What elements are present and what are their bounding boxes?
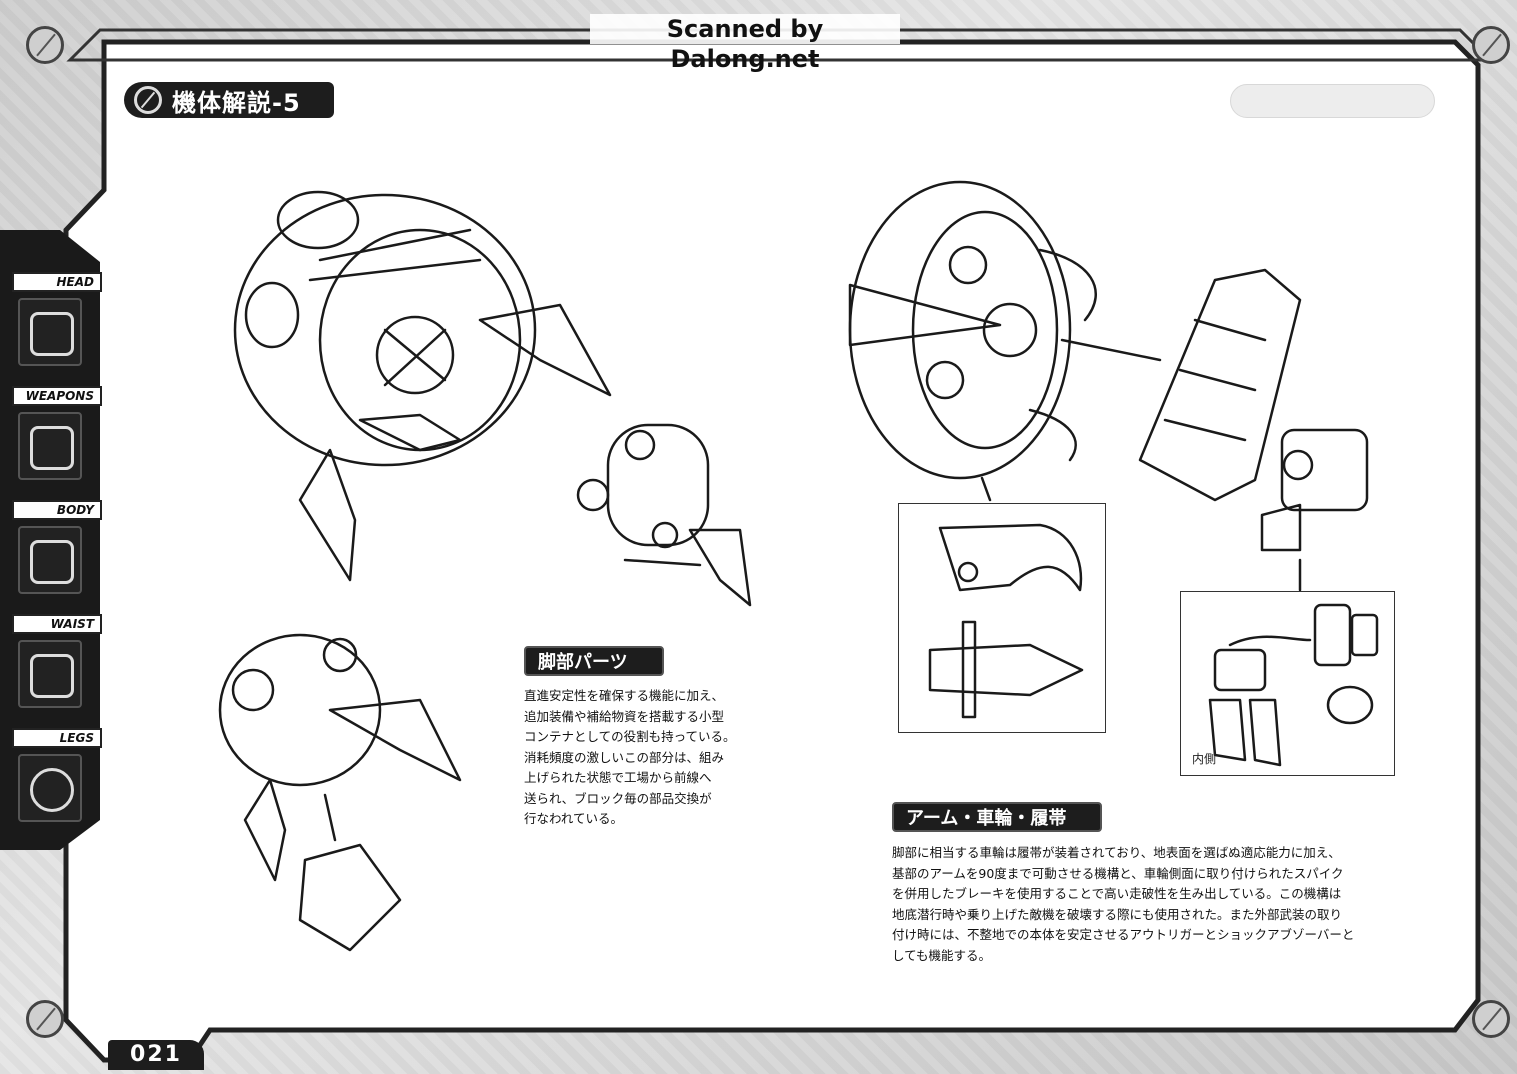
text-line: 送られ、ブロック毎の部品交換が <box>524 790 712 806</box>
arm-wheel-track-text: 脚部に相当する車輪は履帯が装着されており、地表面を選ばぬ適応能力に加え、 基部の… <box>892 843 1412 966</box>
claw-detail-box <box>898 503 1106 733</box>
text-line: 地底潜行時や乗り上げた敵機を破壊する際にも使用された。また外部武装の取り <box>892 906 1343 922</box>
small-leg-pod-drawing <box>576 423 752 607</box>
corner-bolt-icon <box>26 1000 64 1038</box>
legs-icon <box>18 754 82 822</box>
sidebar-tab-label: WAIST <box>12 614 102 634</box>
legs-parts-heading: 脚部パーツ <box>524 646 664 676</box>
text-line: コンテナとしての役割も持っている。 <box>524 729 736 744</box>
track-segment-drawing <box>1138 268 1302 502</box>
legs-parts-text: 直進安定性を確保する機能に加え、 追加装備や補給物資を搭載する小型 コンテナとし… <box>524 686 764 830</box>
text-line: 直進安定性を確保する機能に加え、 <box>524 688 725 703</box>
ghost-badge-bleedthrough <box>1230 84 1435 118</box>
text-line: 付け時には、不整地での本体を安定させるアウトリガーとショックアブゾーバーと <box>892 927 1355 942</box>
sidebar-tab-legs[interactable]: LEGS <box>12 728 102 832</box>
sidebar-tab-label: LEGS <box>12 728 102 748</box>
joint-detail-box <box>1180 591 1395 776</box>
suspension-drawing <box>1260 428 1369 592</box>
arm-wheel-track-heading: アーム・車輪・履帯 <box>892 802 1102 832</box>
text-line: 脚部に相当する車輪は履帯が装着されており、地表面を選ばぬ適応能力に加え、 <box>892 845 1341 860</box>
body-icon <box>18 526 82 594</box>
inner-side-label: 内側 <box>1192 752 1217 766</box>
sidebar-tab-waist[interactable]: WAIST <box>12 614 102 718</box>
page-title-badge: 機体解説-5 <box>124 82 334 118</box>
joint-parts-drawing <box>1208 603 1379 767</box>
text-line: を併用したブレーキを使用することで高い走破性を生み出している。この機構は <box>892 886 1342 901</box>
compass-icon <box>134 86 162 114</box>
leg-pod-lower-drawing <box>218 633 462 952</box>
sidebar-tab-body[interactable]: BODY <box>12 500 102 604</box>
text-line: 行なわれている。 <box>524 811 624 826</box>
head-icon <box>18 298 82 366</box>
page-title: 機体解説-5 <box>172 88 301 117</box>
sidebar-tab-label: WEAPONS <box>12 386 102 406</box>
waist-icon <box>18 640 82 708</box>
claw-spike-drawing <box>928 523 1084 719</box>
leg-pod-drawing <box>233 190 612 582</box>
sidebar-tab-head[interactable]: HEAD <box>12 272 102 376</box>
text-line: しても機能する。 <box>892 947 992 963</box>
scan-watermark: Scanned by Dalong.net <box>590 14 900 73</box>
page-number: 021 <box>108 1040 204 1070</box>
corner-bolt-icon <box>26 26 64 64</box>
sidebar-tab-label: HEAD <box>12 272 102 292</box>
weapons-icon <box>18 412 82 480</box>
text-line: 消耗頻度の激しいこの部分は、組み <box>524 749 725 765</box>
sidebar-tab-weapons[interactable]: WEAPONS <box>12 386 102 490</box>
text-line: 基部のアームを90度まで可動させる機構と、車輪側面に取り付けられたスパイク <box>892 865 1344 881</box>
corner-bolt-icon <box>1472 1000 1510 1038</box>
text-line: 上げられた状態で工場から前線へ <box>524 770 712 785</box>
text-line: 追加装備や補給物資を搭載する小型 <box>524 708 725 724</box>
track-wheel-drawing <box>848 180 1162 502</box>
sidebar-tab-label: BODY <box>12 500 102 520</box>
corner-bolt-icon <box>1472 26 1510 64</box>
